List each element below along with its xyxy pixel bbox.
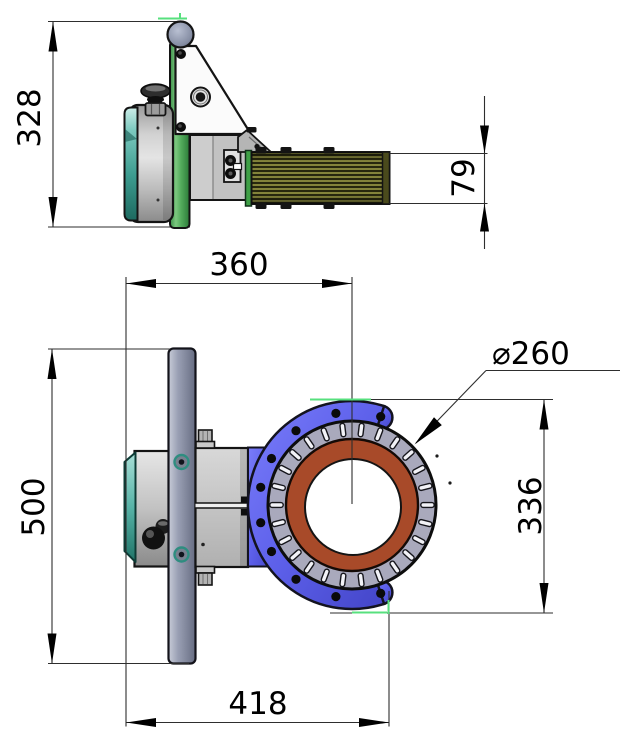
dim-418-label: 418 (228, 686, 287, 722)
teal-notch (125, 129, 137, 142)
cylinder-shade (163, 107, 172, 220)
gusset-wedge (237, 127, 272, 153)
side-view: 328 (12, 13, 489, 249)
dim-260-label: ⌀260 (492, 336, 570, 372)
machine-front (123, 347, 452, 665)
fin-spool (244, 147, 391, 209)
surface-dot (156, 198, 160, 202)
surface-dot (156, 126, 160, 130)
spool-nub (323, 202, 335, 209)
bolt-glint (178, 124, 182, 128)
teal-rim (123, 106, 139, 222)
spool-nub (255, 202, 267, 209)
dim-418: 418 (126, 591, 390, 727)
hex-nut-bottom (195, 565, 216, 586)
surface-dot (448, 481, 452, 485)
bolt-glint (178, 51, 182, 55)
front-view: 360 ⌀260 336 500 (16, 247, 620, 727)
hex-nut-top (195, 429, 216, 449)
dim-diameter-260: ⌀260 (414, 336, 620, 445)
column-screw-bottom (173, 546, 190, 563)
washer-ring (193, 89, 208, 105)
plunger-knob (140, 83, 171, 117)
machine-side-profile (123, 20, 391, 229)
surface-dot (435, 454, 439, 458)
flange-bolt-holes (256, 408, 386, 602)
dim-79: 79 (389, 96, 489, 249)
bore (304, 458, 402, 556)
lever-knob (142, 519, 171, 550)
spool-end-cap (381, 151, 391, 205)
surface-dot (201, 542, 205, 547)
dim-500-label: 500 (16, 477, 52, 536)
roller (166, 20, 195, 49)
column-screw-top (173, 453, 190, 471)
dim-328: 328 (12, 20, 190, 228)
block-groove (195, 502, 248, 509)
dim-360: 360 (125, 247, 353, 727)
cone-hub (123, 451, 137, 563)
bolt-carrier (223, 149, 243, 183)
dim-79-label: 79 (446, 158, 482, 197)
dim-336-label: 336 (513, 476, 549, 535)
spool-nub (280, 202, 292, 209)
dim-500: 500 (16, 348, 189, 665)
support-column (167, 347, 197, 665)
dim-360-label: 360 (209, 247, 268, 283)
dim-328-label: 328 (12, 88, 48, 147)
spool-nub (280, 147, 292, 154)
washer-center (195, 92, 206, 102)
spool-nub (255, 147, 267, 154)
spool-nub (323, 147, 335, 154)
